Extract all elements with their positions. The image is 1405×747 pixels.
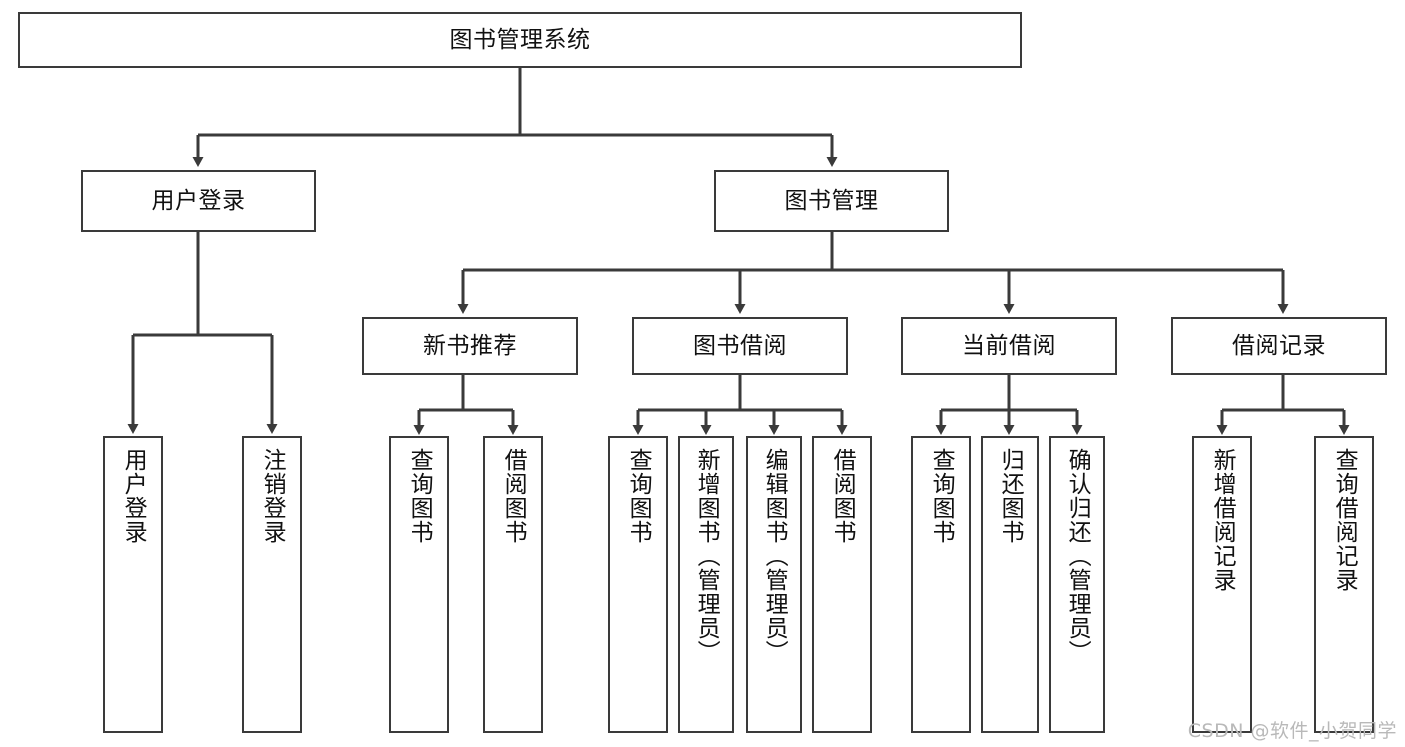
node-book-manage-label: 图书管理 bbox=[784, 187, 879, 214]
node-leaf-borrow-book-2[interactable]: 借阅图书 bbox=[812, 436, 872, 733]
node-book-borrow[interactable]: 图书借阅 bbox=[632, 317, 848, 375]
node-leaf-query-book-3-label: 查询图书 bbox=[928, 448, 955, 544]
node-leaf-logout-label: 注销登录 bbox=[259, 448, 286, 544]
node-leaf-add-borrow-record[interactable]: 新增借阅记录 bbox=[1192, 436, 1252, 733]
node-leaf-edit-book-admin-label: 编辑图书（管理员） bbox=[761, 448, 788, 664]
node-leaf-return-book-label: 归还图书 bbox=[997, 448, 1024, 544]
node-book-manage[interactable]: 图书管理 bbox=[714, 170, 949, 232]
node-book-borrow-label: 图书借阅 bbox=[693, 332, 787, 359]
node-leaf-query-book-1[interactable]: 查询图书 bbox=[389, 436, 449, 733]
node-new-book-recommend[interactable]: 新书推荐 bbox=[362, 317, 578, 375]
csdn-watermark: CSDN @软件_小贺同学 bbox=[1187, 720, 1397, 742]
node-leaf-confirm-return-admin[interactable]: 确认归还（管理员） bbox=[1049, 436, 1105, 733]
node-leaf-add-book-admin-label: 新增图书（管理员） bbox=[693, 448, 720, 664]
node-leaf-confirm-return-admin-label: 确认归还（管理员） bbox=[1064, 448, 1091, 664]
node-leaf-borrow-book-2-label: 借阅图书 bbox=[829, 448, 856, 544]
node-leaf-borrow-book-1[interactable]: 借阅图书 bbox=[483, 436, 543, 733]
node-leaf-query-book-2[interactable]: 查询图书 bbox=[608, 436, 668, 733]
node-user-login[interactable]: 用户登录 bbox=[81, 170, 316, 232]
node-leaf-query-borrow-record-label: 查询借阅记录 bbox=[1331, 448, 1358, 592]
node-leaf-logout[interactable]: 注销登录 bbox=[242, 436, 302, 733]
node-leaf-user-login-label: 用户登录 bbox=[120, 448, 147, 544]
node-borrow-record[interactable]: 借阅记录 bbox=[1171, 317, 1387, 375]
node-leaf-query-book-3[interactable]: 查询图书 bbox=[911, 436, 971, 733]
node-root[interactable]: 图书管理系统 bbox=[18, 12, 1022, 68]
node-current-borrow-label: 当前借阅 bbox=[962, 332, 1056, 359]
node-leaf-add-book-admin[interactable]: 新增图书（管理员） bbox=[678, 436, 734, 733]
node-leaf-query-book-2-label: 查询图书 bbox=[625, 448, 652, 544]
node-leaf-query-book-1-label: 查询图书 bbox=[406, 448, 433, 544]
node-leaf-borrow-book-1-label: 借阅图书 bbox=[500, 448, 527, 544]
node-root-label: 图书管理系统 bbox=[449, 26, 591, 53]
node-leaf-query-borrow-record[interactable]: 查询借阅记录 bbox=[1314, 436, 1374, 733]
node-user-login-label: 用户登录 bbox=[151, 187, 246, 214]
node-leaf-edit-book-admin[interactable]: 编辑图书（管理员） bbox=[746, 436, 802, 733]
node-new-book-recommend-label: 新书推荐 bbox=[423, 332, 517, 359]
node-leaf-add-borrow-record-label: 新增借阅记录 bbox=[1209, 448, 1236, 592]
node-leaf-user-login[interactable]: 用户登录 bbox=[103, 436, 163, 733]
node-leaf-return-book[interactable]: 归还图书 bbox=[981, 436, 1039, 733]
node-borrow-record-label: 借阅记录 bbox=[1232, 332, 1326, 359]
node-current-borrow[interactable]: 当前借阅 bbox=[901, 317, 1117, 375]
